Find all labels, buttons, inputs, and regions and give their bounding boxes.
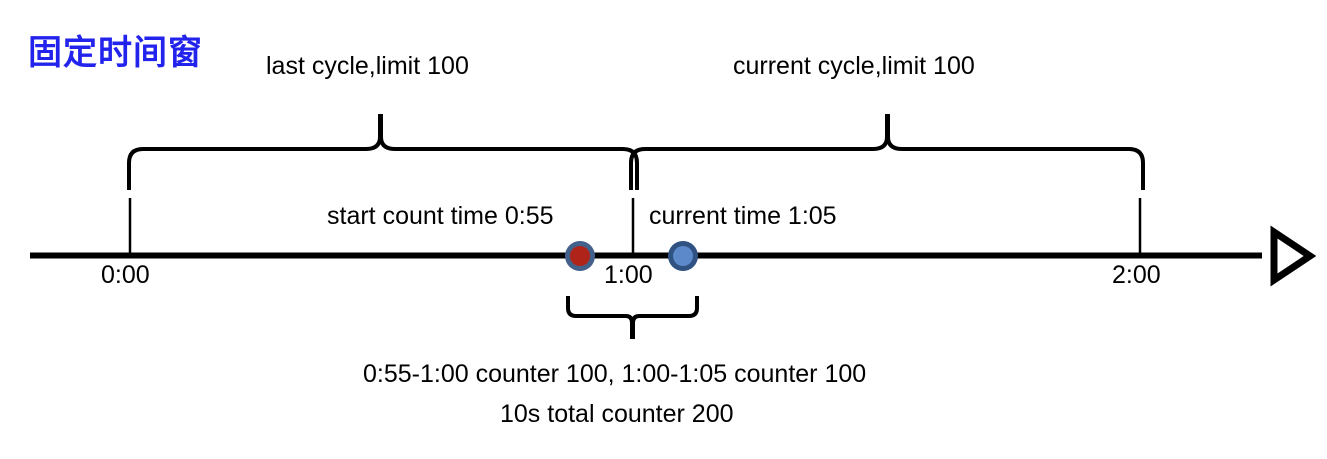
current-cycle-label: current cycle,limit 100 [733,52,975,80]
current-time-label: current time 1:05 [649,202,837,230]
current-cycle-brace [629,114,1145,190]
last-cycle-brace [127,114,639,190]
axis-tick-label-0-00: 0:00 [101,261,150,289]
current-time-marker-core [673,246,693,266]
counters-summary-line: 0:55-1:00 counter 100, 1:00-1:05 counter… [363,360,867,388]
window-span-brace [566,296,699,339]
total-counter-line: 10s total counter 200 [500,400,734,428]
axis-tick-label-2-00: 2:00 [1112,261,1161,289]
last-cycle-label: last cycle,limit 100 [266,52,469,80]
axis-arrow-icon [1270,225,1317,287]
page-title: 固定时间窗 [28,34,203,72]
axis-tick-label-1-00: 1:00 [604,261,653,289]
start-count-time-label: start count time 0:55 [327,202,554,230]
start-count-marker-core [570,246,590,266]
